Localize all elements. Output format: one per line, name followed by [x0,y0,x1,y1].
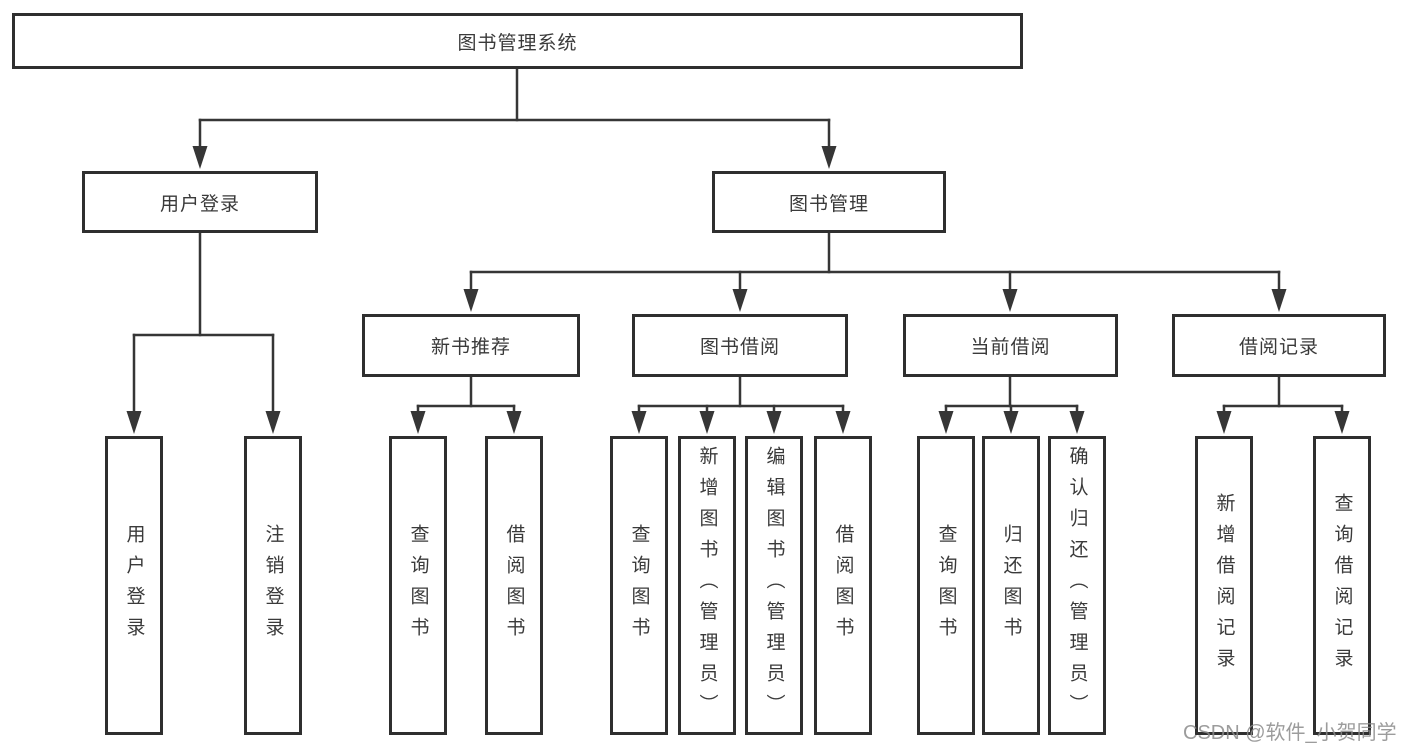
csdn-watermark: CSDN @软件_小贺同学 [1183,722,1397,744]
node-user-login-label: 用户登录 [159,193,240,215]
leaf-query-books-borrow-label: 查询图书 [628,523,650,648]
node-borrow-records-label: 借阅记录 [1238,337,1319,358]
leaf-user-login: 用户登录 [105,436,163,735]
node-root-label: 图书管理系统 [457,32,578,54]
node-borrow-records: 借阅记录 [1172,314,1386,377]
node-new-book-recommend: 新书推荐 [362,314,580,377]
node-book-borrow: 图书借阅 [632,314,848,377]
leaf-query-books-current-label: 查询图书 [935,523,957,648]
node-current-borrow: 当前借阅 [903,314,1118,377]
leaf-query-borrow-record-label: 查询借阅记录 [1331,492,1353,679]
leaf-confirm-return-admin: 确认归还（管理员） [1048,436,1106,735]
leaf-edit-book-admin: 编辑图书（管理员） [745,436,803,735]
leaf-borrow-books: 借阅图书 [814,436,872,735]
node-root: 图书管理系统 [12,13,1023,69]
leaf-borrow-books-recommend-label: 借阅图书 [503,523,525,648]
leaf-borrow-books-recommend: 借阅图书 [485,436,543,735]
node-book-management-label: 图书管理 [788,193,869,215]
leaf-add-book-admin: 新增图书（管理员） [678,436,736,735]
leaf-add-book-admin-label: 新增图书（管理员） [696,446,718,725]
leaf-return-book-label: 归还图书 [1000,523,1022,648]
node-book-management: 图书管理 [712,171,946,233]
leaf-query-books-recommend: 查询图书 [389,436,447,735]
node-new-book-recommend-label: 新书推荐 [430,337,511,358]
leaf-user-login-label: 用户登录 [123,523,145,648]
leaf-return-book: 归还图书 [982,436,1040,735]
leaf-logout-label: 注销登录 [262,523,284,648]
leaf-query-books-recommend-label: 查询图书 [407,523,429,648]
leaf-logout: 注销登录 [244,436,302,735]
leaf-query-books-borrow: 查询图书 [610,436,668,735]
node-current-borrow-label: 当前借阅 [970,337,1051,358]
leaf-borrow-books-label: 借阅图书 [832,523,854,648]
leaf-query-borrow-record: 查询借阅记录 [1313,436,1371,735]
node-user-login: 用户登录 [82,171,318,233]
leaf-query-books-current: 查询图书 [917,436,975,735]
node-book-borrow-label: 图书借阅 [699,337,780,358]
leaf-add-borrow-record-label: 新增借阅记录 [1213,492,1235,679]
leaf-add-borrow-record: 新增借阅记录 [1195,436,1253,735]
leaf-confirm-return-admin-label: 确认归还（管理员） [1066,446,1088,725]
leaf-edit-book-admin-label: 编辑图书（管理员） [763,446,785,725]
